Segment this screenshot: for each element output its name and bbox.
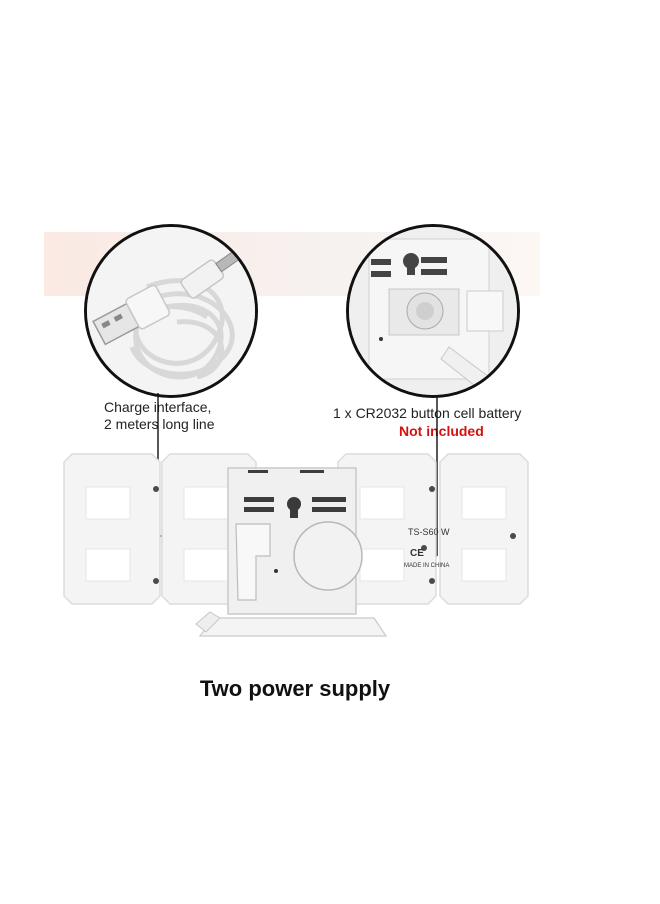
usb-cable-zoom-circle: [84, 224, 258, 398]
model-label: TS-S60 W: [408, 527, 450, 537]
charge-label-line2: 2 meters long line: [104, 416, 215, 432]
battery-compartment-zoom-circle: [346, 224, 520, 398]
usb-cable-icon: [87, 227, 255, 395]
ce-mark: CE: [410, 548, 424, 559]
battery-holder-icon: [349, 227, 517, 395]
charge-label-line1: Charge interface,: [104, 399, 212, 415]
caption: Two power supply: [199, 676, 391, 701]
battery-label: 1 x CR2032 button cell battery: [333, 405, 522, 421]
made-in-label: MADE IN CHINA: [404, 563, 450, 569]
not-included-label: Not included: [399, 423, 484, 439]
